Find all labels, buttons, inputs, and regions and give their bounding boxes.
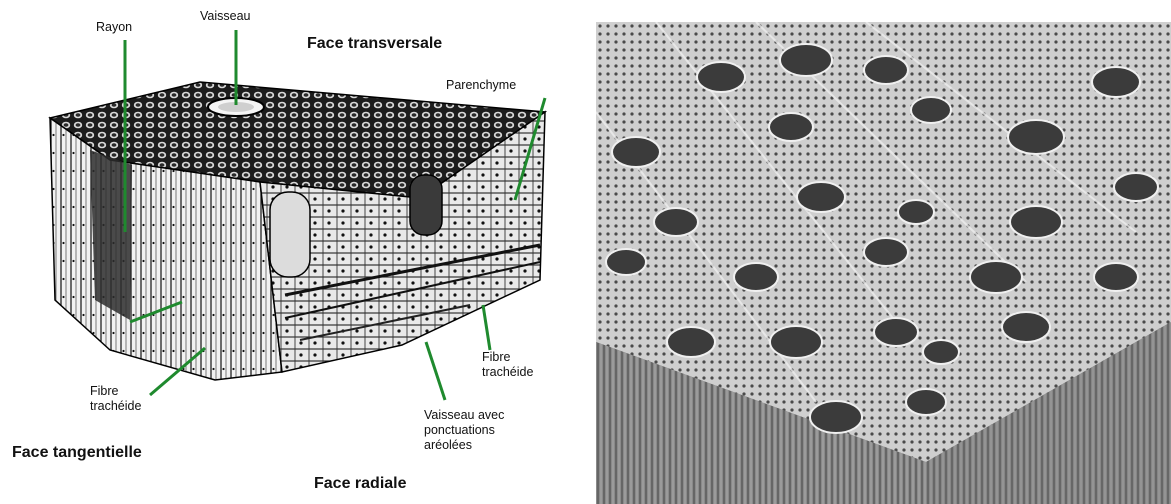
label-parenchyme: Parenchyme	[446, 78, 516, 93]
label-face-tangentielle: Face tangentielle	[12, 443, 142, 462]
label-rayon: Rayon	[96, 20, 132, 35]
wood-sem-photo	[596, 22, 1171, 504]
label-face-transversale: Face transversale	[307, 34, 442, 53]
label-fibre-tracheide-left: Fibre trachéide	[90, 384, 141, 414]
label-fibre-tracheide-right: Fibre trachéide	[482, 350, 533, 380]
label-vaisseau: Vaisseau	[200, 9, 251, 24]
wood-block-illustration	[0, 0, 596, 504]
sem-photo-image	[596, 22, 1171, 504]
label-face-radiale: Face radiale	[314, 474, 407, 493]
pointer-vaisseau-ponct	[426, 342, 445, 400]
wood-block-diagram: Rayon Vaisseau Face transversale Parench…	[0, 0, 596, 504]
label-vaisseau-ponctuations: Vaisseau avec ponctuations aréolées	[424, 408, 504, 453]
pointer-fibre-right	[483, 305, 490, 350]
